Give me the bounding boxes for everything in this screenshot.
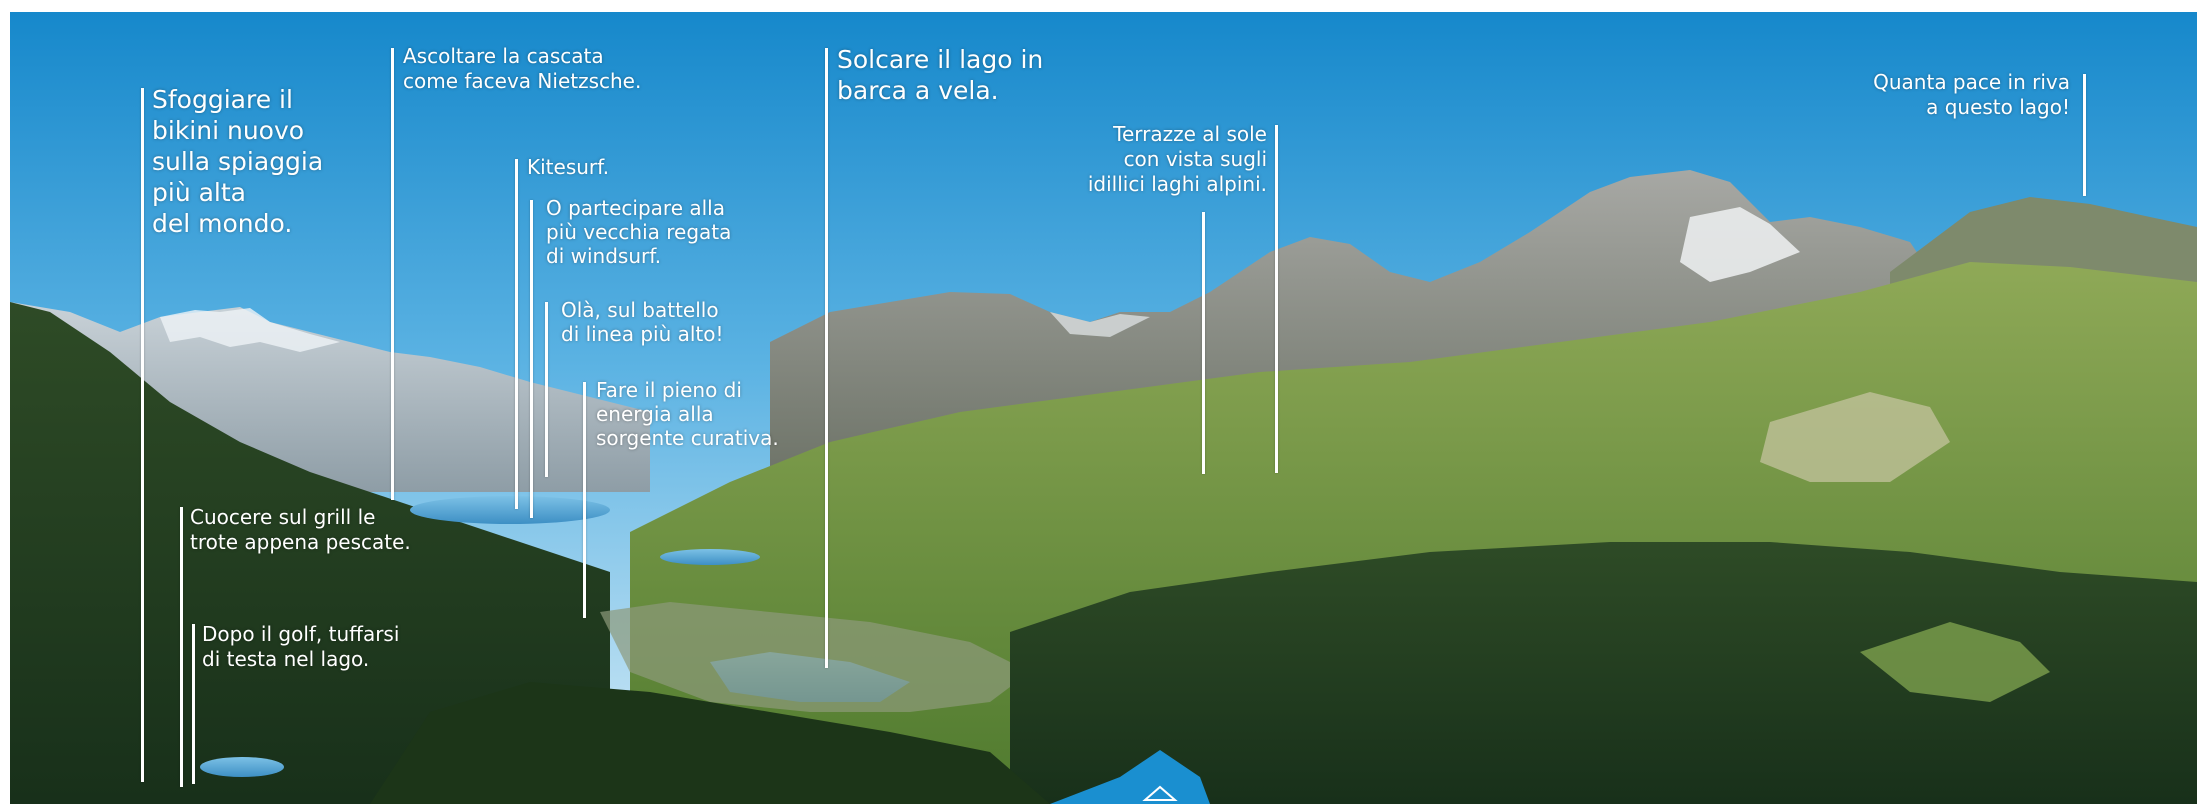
annotation-line: Cuocere sul grill le	[190, 505, 376, 529]
annotation-line: sorgente curativa.	[596, 426, 779, 450]
annotation-terrazze: Terrazze al sole con vista sugli idillic…	[1088, 122, 1267, 197]
annotation-line: più alta	[152, 178, 246, 207]
annotation-line: Kitesurf.	[527, 155, 610, 179]
annotation-line: come faceva Nietzsche.	[403, 69, 642, 93]
annotation-line: Fare il pieno di	[596, 378, 742, 402]
leader-bikini	[141, 88, 144, 782]
annotation-grill: Cuocere sul grill le trote appena pescat…	[190, 505, 411, 555]
leader-battello	[545, 302, 548, 477]
annotation-line: Quanta pace in riva	[1873, 70, 2070, 94]
foreground-forest	[370, 682, 1050, 804]
leader-grill	[180, 507, 183, 787]
annotation-pace: Quanta pace in riva a questo lago!	[1873, 70, 2070, 120]
annotation-line: più vecchia regata	[546, 220, 732, 244]
annotation-line: sulla spiaggia	[152, 147, 324, 176]
annotation-line: bikini nuovo	[152, 116, 305, 145]
annotation-line: a questo lago!	[1926, 95, 2070, 119]
leader-pace	[2083, 74, 2086, 196]
lake-upper	[410, 496, 610, 524]
annotation-regata: O partecipare alla più vecchia regata di…	[546, 196, 731, 268]
annotation-line: di windsurf.	[546, 244, 662, 268]
annotation-line: Sfoggiare il	[152, 85, 293, 114]
annotation-line: idillici laghi alpini.	[1087, 172, 1267, 196]
panorama-scene: Sfoggiare il bikini nuovo sulla spiaggia…	[10, 12, 2197, 804]
annotation-kitesurf: Kitesurf.	[527, 155, 609, 179]
annotation-line: con vista sugli	[1123, 147, 1267, 171]
annotation-bikini: Sfoggiare il bikini nuovo sulla spiaggia…	[152, 84, 323, 239]
annotation-line: trote appena pescate.	[190, 530, 411, 554]
mountain-logo	[1050, 750, 1210, 804]
leader-terrazze	[1275, 125, 1278, 473]
landscape-illustration	[10, 12, 2197, 804]
lower-right-forest	[1010, 542, 2197, 804]
annotation-line: Solcare il lago in	[837, 45, 1044, 74]
annotation-line: di linea più alto!	[561, 322, 724, 346]
leader-regata	[530, 200, 533, 518]
annotation-battello: Olà, sul battello di linea più alto!	[561, 298, 724, 346]
annotation-line: Olà, sul battello	[561, 298, 719, 322]
leader-golf	[192, 624, 195, 784]
annotation-vela: Solcare il lago in barca a vela.	[837, 44, 1043, 106]
leader-kitesurf	[515, 159, 518, 509]
annotation-line: Terrazze al sole	[1113, 122, 1267, 146]
annotation-line: energia alla	[596, 402, 714, 426]
left-forest	[10, 302, 610, 804]
leader-sorgente	[583, 382, 586, 618]
leader-cascata	[391, 48, 394, 500]
annotation-golf: Dopo il golf, tuffarsi di testa nel lago…	[202, 622, 399, 672]
annotation-line: del mondo.	[152, 209, 293, 238]
leader-vela	[825, 48, 828, 668]
lake-bottom	[200, 757, 284, 777]
lake-small	[660, 549, 760, 565]
annotation-line: barca a vela.	[837, 76, 999, 105]
annotation-sorgente: Fare il pieno di energia alla sorgente c…	[596, 378, 779, 450]
annotation-cascata: Ascoltare la cascata come faceva Nietzsc…	[403, 44, 641, 94]
annotation-line: Ascoltare la cascata	[403, 44, 604, 68]
leader-terrazze-2	[1202, 212, 1205, 474]
annotation-line: O partecipare alla	[546, 196, 725, 220]
annotation-line: Dopo il golf, tuffarsi	[202, 622, 400, 646]
annotation-line: di testa nel lago.	[202, 647, 370, 671]
